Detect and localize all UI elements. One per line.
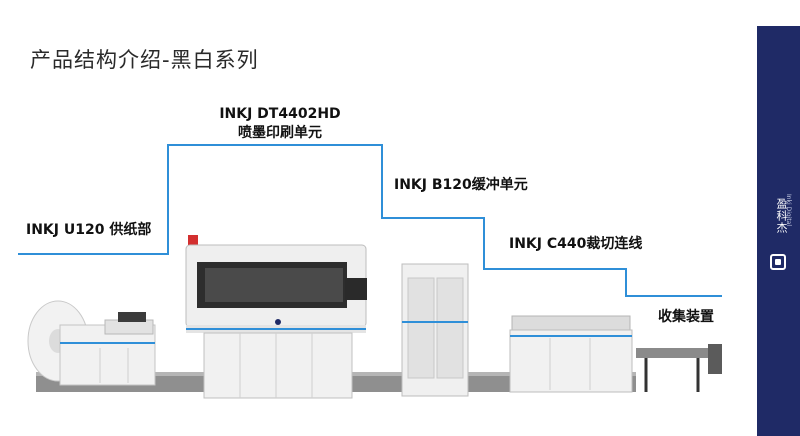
label-print-unit-model: INKJ DT4402HD [219, 106, 341, 122]
slide-title: 产品结构介绍-黑白系列 [30, 48, 259, 72]
cutter-unit [509, 315, 633, 393]
label-buffer-unit: INKJ B120缓冲单元 [394, 177, 528, 193]
inkjet-print-unit [185, 235, 367, 399]
brand-subtitle: Inkj Digital [785, 194, 792, 227]
brand-logo-icon [770, 254, 786, 270]
paper-supply-unit [27, 300, 156, 386]
label-print-unit-subtitle: 喷墨印刷单元 [238, 125, 322, 141]
label-cutter-unit: INKJ C440裁切连线 [509, 236, 643, 252]
label-print-unit: INKJ DT4402HD 喷墨印刷单元 [210, 105, 350, 143]
collection-table [636, 344, 722, 392]
brand-side-bar: 盈科杰 Inkj Digital [757, 26, 800, 436]
buffer-unit [401, 263, 469, 397]
label-collection-unit: 收集装置 [658, 309, 714, 325]
brand-logo-text: 盈科杰 [775, 198, 788, 234]
production-line-illustration [18, 144, 722, 399]
label-supply-unit: INKJ U120 供纸部 [26, 222, 152, 238]
module-step-line [18, 144, 722, 297]
